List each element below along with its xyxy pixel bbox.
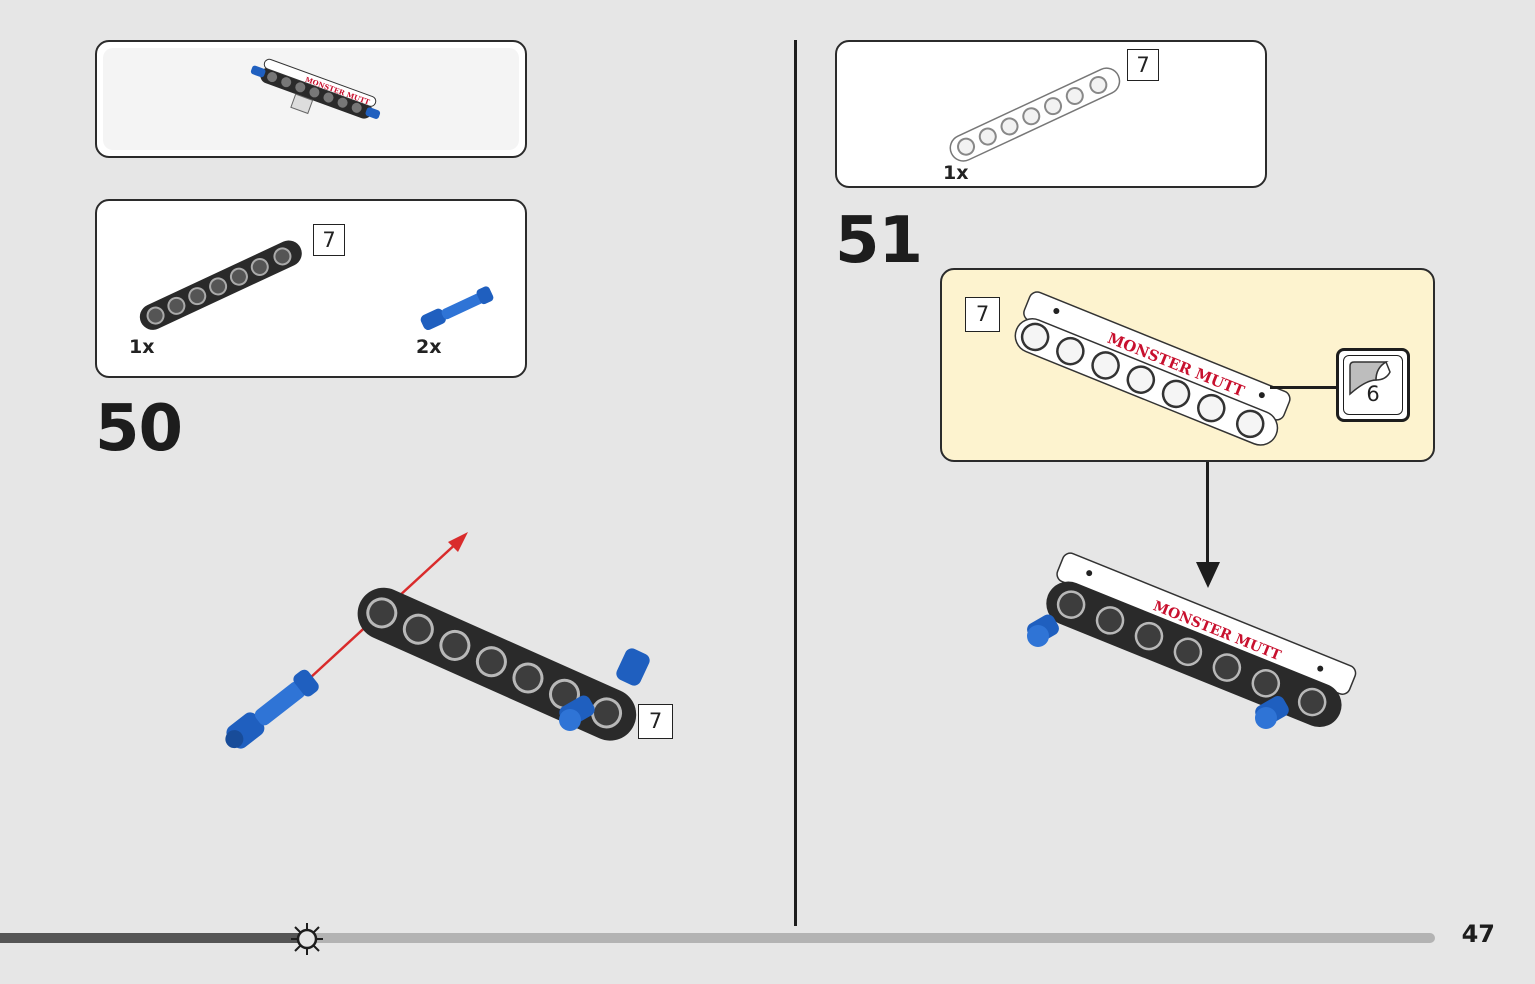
assembled-beam-icon: MONSTER MUTT: [250, 58, 381, 119]
parts-list-step-50: 7 1x 2x: [95, 199, 527, 378]
sticker-application-panel: 7 MONSTER MUTT 6: [940, 268, 1435, 462]
blue-pin-placed: [559, 648, 650, 731]
step-51-assembly: MONSTER MUTT: [1027, 552, 1357, 729]
progress-marker-icon: [291, 923, 323, 955]
part-quantity: 2x: [416, 336, 442, 358]
white-beam-icon: [949, 67, 1121, 162]
parts-list-step-51: 7 1x: [835, 40, 1267, 188]
arrow-head: [448, 532, 468, 552]
blue-pin-inserting: [225, 669, 319, 749]
placement-arrow-line: [1206, 462, 1209, 567]
step-50-assembly: [225, 532, 650, 749]
placement-arrow-head: [1196, 562, 1220, 588]
stickered-beam-icon: MONSTER MUTT: [1014, 291, 1291, 446]
part-length-box: 7: [313, 224, 345, 256]
sticker-peel-icon: [1349, 360, 1391, 396]
progress-track: [0, 933, 1435, 943]
black-beam: [357, 587, 637, 741]
progress-fill: [0, 933, 300, 943]
part-length-box: 7: [1127, 49, 1159, 81]
blue-pin-icon: [420, 286, 494, 331]
part-quantity: 1x: [943, 162, 969, 184]
sticker-number-inner: 6: [1343, 355, 1403, 415]
page-number: 47: [1461, 920, 1495, 948]
blue-pin-left: [1027, 614, 1059, 647]
submodel-preview-panel: MONSTER MUTT: [95, 40, 527, 158]
step-number: 50: [95, 392, 183, 466]
part-quantity: 1x: [129, 336, 155, 358]
blue-pin-right: [1255, 696, 1289, 729]
step-number: 51: [835, 204, 923, 278]
page-divider: [794, 40, 797, 926]
sticker-number-box: 6: [1336, 348, 1410, 422]
part-length-box: 7: [965, 297, 1000, 332]
sticker-number: 6: [1366, 382, 1380, 406]
sticker-leader-line: [1270, 386, 1336, 389]
part-length-box: 7: [638, 704, 673, 739]
black-beam-icon: [139, 240, 302, 330]
